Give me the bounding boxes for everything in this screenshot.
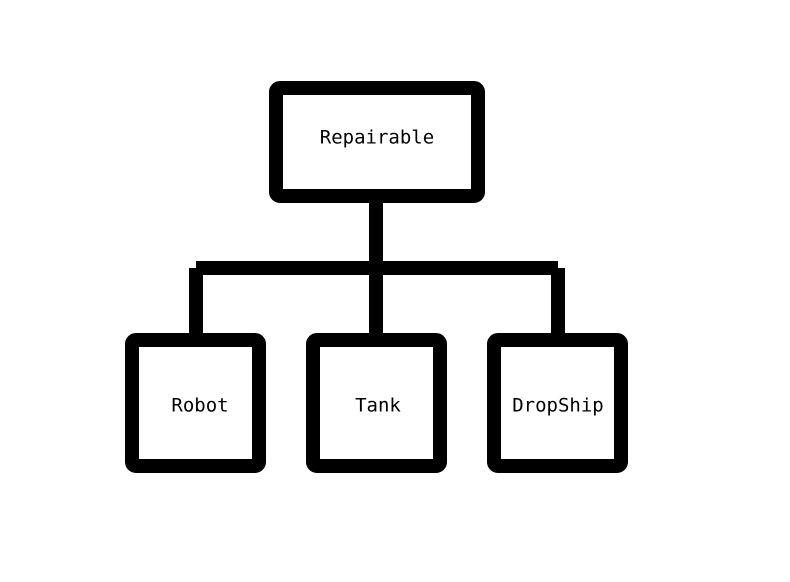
node-robot-label: Robot [171, 395, 228, 417]
node-dropship: DropShip [487, 333, 628, 473]
node-robot: Robot [125, 333, 266, 473]
node-tank-box [306, 333, 447, 473]
node-tank-label: Tank [355, 395, 401, 417]
node-repairable: Repairable [269, 81, 485, 203]
node-robot-box [125, 333, 266, 473]
node-repairable-box [269, 81, 485, 203]
node-repairable-label: Repairable [320, 127, 434, 149]
node-tank: Tank [306, 333, 447, 473]
node-dropship-label: DropShip [512, 395, 604, 417]
connectors [189, 196, 565, 340]
node-dropship-box [487, 333, 628, 473]
